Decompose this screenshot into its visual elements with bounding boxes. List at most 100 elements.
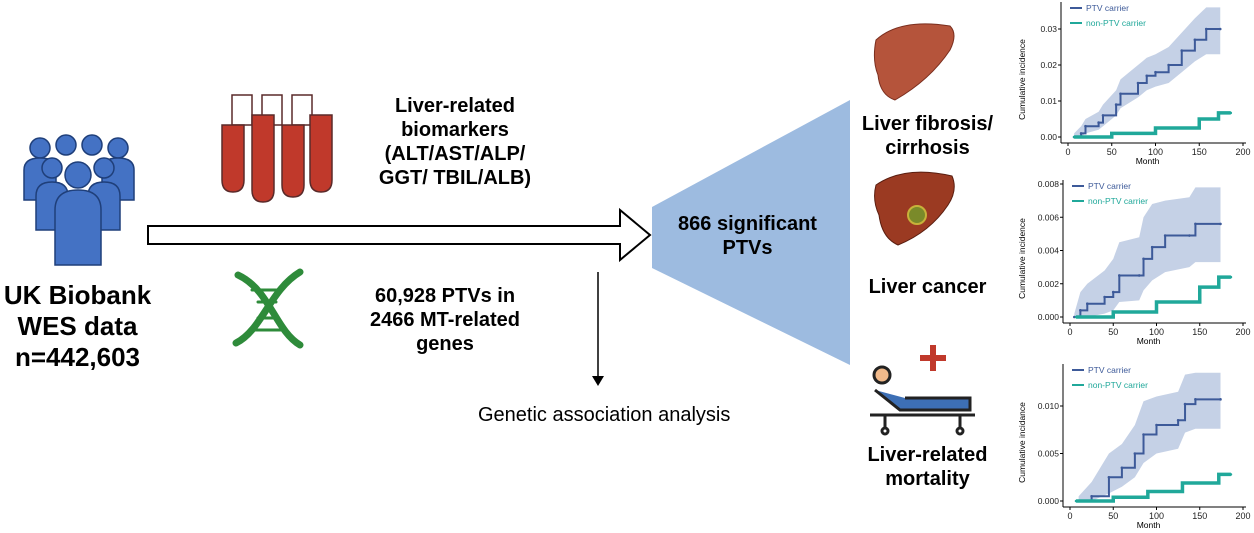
biomarkers-line: GGT/ TBIL/ALB) [378, 167, 532, 189]
data-point [1086, 302, 1089, 306]
y-tick-label: 0.03 [1040, 24, 1057, 34]
y-axis-label: Cumulative incidence [1017, 218, 1027, 299]
outcome-line: Liver fibrosis/ [861, 113, 994, 135]
y-axis-label: Cumulative incidence [1017, 39, 1027, 120]
people-group-icon [23, 134, 135, 266]
data-point [1154, 126, 1157, 130]
data-point [1150, 245, 1154, 249]
data-point [1079, 132, 1083, 135]
variants-label: 60,928 PTVs in 2466 MT-related genes [345, 284, 545, 356]
y-axis-label: Cumulative incidance [1017, 402, 1027, 483]
x-tick-label: 50 [1108, 511, 1118, 521]
liver-tumor-icon [874, 171, 955, 246]
x-tick-label: 200 [1235, 327, 1250, 337]
data-point [1183, 402, 1187, 406]
data-point [1097, 121, 1100, 124]
main-arrow [147, 207, 652, 263]
result-line: 866 significant [678, 213, 817, 235]
x-axis-label: Month [1137, 520, 1161, 530]
series-line [1074, 111, 1231, 139]
data-point [1074, 315, 1078, 319]
x-tick-label: 50 [1107, 147, 1117, 157]
legend-label: non-PTV carrier [1088, 196, 1148, 206]
data-point [1136, 81, 1140, 85]
y-tick-label: 0.00 [1040, 132, 1057, 142]
biomarkers-label: Liver-related biomarkers (ALT/AST/ALP/ G… [355, 94, 555, 190]
y-tick-label: 0.002 [1038, 279, 1060, 289]
down-arrow [592, 272, 604, 386]
legend-label: non-PTV carrier [1088, 380, 1148, 390]
data-point [1079, 309, 1082, 312]
data-point [1111, 310, 1115, 314]
x-tick-label: 100 [1149, 511, 1164, 521]
data-point [1167, 63, 1170, 67]
series-line [1076, 275, 1231, 319]
cohort-line: UK Biobank [3, 280, 152, 310]
cohort-line: n=442,603 [14, 342, 141, 373]
data-point [1110, 132, 1114, 135]
x-axis-label: Month [1136, 156, 1160, 166]
data-point [1072, 135, 1076, 139]
series-line [1078, 398, 1221, 502]
results-funnel [652, 100, 850, 365]
y-tick-label: 0.01 [1040, 96, 1057, 106]
data-point [1217, 473, 1221, 476]
data-point [1114, 103, 1118, 106]
cohort-label: UK Biobank WES data n=442,603 [0, 280, 155, 374]
y-tick-label: 0.006 [1038, 212, 1060, 222]
result-label: 866 significant PTVs [660, 212, 835, 260]
outcome-fibrosis-label: Liver fibrosis/ cirrhosis [860, 112, 995, 160]
legend-label: PTV carrier [1088, 181, 1131, 191]
data-point [1217, 111, 1220, 115]
x-tick-label: 150 [1192, 327, 1207, 337]
biomarkers-line: biomarkers [401, 119, 509, 141]
data-point [1103, 295, 1106, 299]
data-point [1181, 481, 1184, 485]
data-point [1219, 398, 1222, 401]
data-point [1142, 257, 1145, 261]
data-point [1146, 490, 1150, 493]
data-point [1142, 433, 1145, 436]
legend-label: PTV carrier [1086, 3, 1129, 13]
data-point [1154, 70, 1157, 74]
data-point [1194, 222, 1197, 226]
hospital-bed-icon [870, 345, 975, 436]
outcome-line: mortality [885, 468, 970, 490]
data-point [1090, 494, 1093, 498]
data-point [1176, 418, 1180, 422]
data-point [1107, 475, 1111, 479]
ci-band [1074, 187, 1221, 317]
y-tick-label: 0.000 [1038, 312, 1060, 322]
variants-line: 2466 MT-related [369, 309, 521, 331]
x-tick-label: 100 [1149, 327, 1164, 337]
series-line [1074, 222, 1221, 318]
data-point [1111, 290, 1115, 294]
y-tick-label: 0.004 [1038, 246, 1060, 256]
x-tick-label: 200 [1235, 147, 1250, 157]
data-point [1229, 473, 1233, 476]
data-point [1217, 275, 1221, 279]
legend-label: non-PTV carrier [1086, 18, 1146, 28]
legend-label: PTV carrier [1088, 365, 1131, 375]
data-point [1145, 74, 1149, 78]
x-tick-label: 0 [1065, 147, 1070, 157]
series-line [1074, 28, 1221, 138]
y-tick-label: 0.02 [1040, 60, 1057, 70]
analysis-label: Genetic association analysis [478, 404, 731, 426]
outcome-cancer-label: Liver cancer [868, 276, 987, 298]
data-point [1188, 234, 1191, 237]
data-point [1218, 27, 1222, 31]
biomarkers-line: Liver-related [394, 95, 516, 117]
data-point [1119, 92, 1122, 96]
dna-icon [232, 268, 304, 349]
biomarkers-line: (ALT/AST/ALP/ [384, 143, 526, 165]
cohort-line: WES data [17, 311, 138, 342]
data-point [1155, 423, 1158, 427]
x-tick-label: 50 [1108, 327, 1118, 337]
y-tick-label: 0.000 [1038, 496, 1060, 506]
